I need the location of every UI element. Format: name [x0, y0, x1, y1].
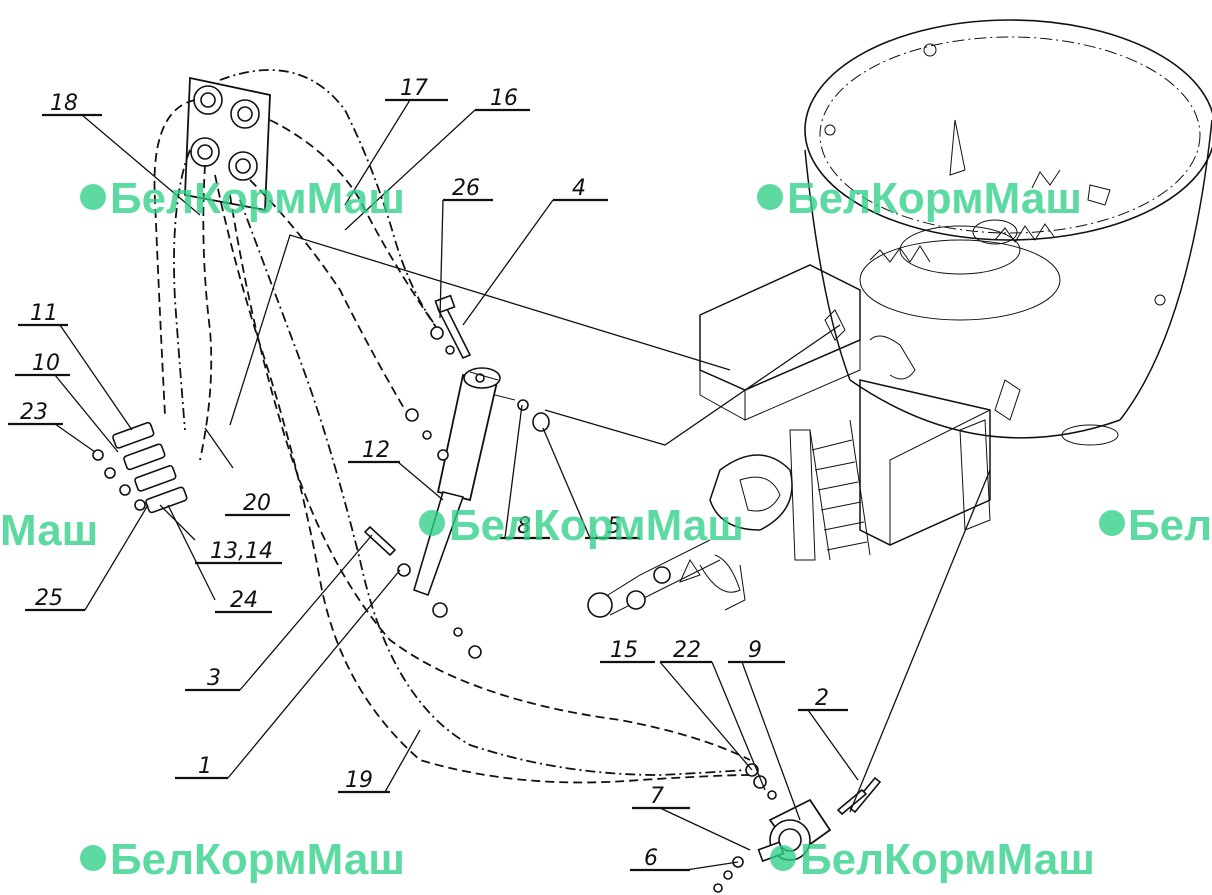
watermark: БелКормМаш — [757, 174, 1082, 223]
gear-icon — [770, 845, 796, 871]
callout-2: 2 — [815, 686, 829, 711]
callout-18: 18 — [50, 91, 78, 116]
callout-7: 7 — [650, 784, 664, 809]
callout-10: 10 — [32, 351, 60, 376]
callout-8: 8 — [517, 514, 531, 539]
callout-15: 15 — [610, 638, 638, 663]
gear-icon — [80, 845, 106, 871]
callout-9: 9 — [748, 638, 762, 663]
callout-5: 5 — [607, 514, 621, 539]
hydraulic-coupling-plate — [184, 76, 271, 212]
svg-text:БелКормМаш: БелКормМаш — [449, 501, 744, 550]
callout-20: 20 — [243, 491, 271, 516]
svg-text:Маш: Маш — [0, 506, 98, 555]
callout-17: 17 — [400, 76, 428, 101]
callout-6: 6 — [644, 846, 658, 871]
gear-icon — [80, 184, 106, 210]
svg-text:БелКормМаш: БелКормМаш — [110, 835, 405, 884]
gear-icon — [1099, 510, 1125, 536]
callout-25: 25 — [35, 586, 63, 611]
callout-1: 1 — [198, 754, 212, 779]
callout-4: 4 — [572, 176, 586, 201]
svg-text:Бел: Бел — [1128, 501, 1212, 550]
watermark: БелКормМаш — [770, 835, 1095, 884]
watermark: БелКормМаш — [80, 835, 405, 884]
svg-text:БелКормМаш: БелКормМаш — [787, 174, 1082, 223]
fittings-set — [92, 421, 188, 514]
callout-22: 22 — [673, 638, 701, 663]
gear-icon — [419, 510, 445, 536]
hydraulic-hoses — [153, 69, 751, 784]
callout-24: 24 — [230, 588, 258, 613]
callout-labels: 18 17 16 26 4 11 10 23 20 12 8 5 13,14 2… — [20, 76, 829, 871]
quick-coupler — [193, 85, 223, 115]
watermarks: БелКормМаш БелКормМаш Маш БелКормМаш Бел… — [0, 174, 1212, 884]
callout-11: 11 — [30, 301, 58, 326]
feed-mixer-machine — [587, 19, 1212, 618]
quick-coupler — [230, 99, 260, 129]
callout-16: 16 — [490, 86, 518, 111]
callout-26: 26 — [452, 176, 480, 201]
callout-12: 12 — [362, 438, 390, 463]
watermark: Бел — [1099, 501, 1212, 550]
callout-23: 23 — [20, 400, 48, 425]
callout-19: 19 — [345, 768, 373, 793]
quick-coupler — [228, 151, 258, 181]
gear-icon — [757, 184, 783, 210]
callout-13-14: 13,14 — [210, 539, 273, 564]
watermark: БелКормМаш — [80, 174, 405, 223]
watermark: Маш — [0, 506, 98, 555]
quick-coupler — [190, 137, 220, 167]
callout-3: 3 — [207, 666, 221, 691]
hydraulic-cylinder — [363, 294, 550, 659]
label-underlines — [8, 98, 848, 872]
leader-lines — [54, 99, 991, 871]
svg-text:БелКормМаш: БелКормМаш — [110, 174, 405, 223]
watermark: БелКормМаш — [419, 501, 744, 550]
svg-text:БелКормМаш: БелКормМаш — [800, 835, 1095, 884]
